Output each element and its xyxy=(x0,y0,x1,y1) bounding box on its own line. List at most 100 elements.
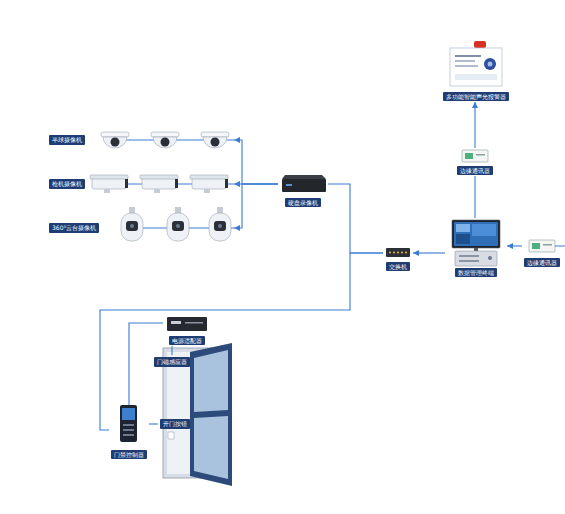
device-label: 数据管理终端 xyxy=(455,268,497,278)
ptz-camera xyxy=(209,207,231,241)
connector-line xyxy=(171,346,172,355)
communicator-panel xyxy=(532,243,540,249)
device-node: 360°云台摄像机 xyxy=(48,206,234,250)
camera-body xyxy=(192,178,226,189)
camera-body xyxy=(209,213,231,241)
device-label: 多功能智能声光报警器 xyxy=(443,92,509,102)
connector-line xyxy=(100,253,383,430)
camera-mount xyxy=(104,189,110,193)
exit-button xyxy=(168,432,174,439)
alarm-detail xyxy=(455,74,497,80)
connector-line xyxy=(328,184,383,253)
switch-port xyxy=(405,252,407,254)
camera-lens xyxy=(111,138,120,147)
device-node: 边缘通讯器 xyxy=(522,238,562,268)
device-label: 边缘通讯器 xyxy=(457,166,493,176)
nvr-device xyxy=(282,175,326,192)
door-leaf xyxy=(190,343,232,486)
communicator-device xyxy=(462,150,488,162)
controller-keypad xyxy=(123,434,134,436)
switch-port xyxy=(397,252,399,254)
camera-visor xyxy=(90,175,128,179)
camera-visor xyxy=(140,175,178,179)
alarm-detail xyxy=(455,60,475,62)
screen-panel xyxy=(472,224,496,236)
adapter-body xyxy=(167,317,207,331)
adapter-detail xyxy=(171,321,181,324)
door-glass xyxy=(194,416,228,479)
server-box xyxy=(455,251,497,266)
device-label: 交换机 xyxy=(386,262,410,272)
dome-camera xyxy=(101,132,129,148)
device-label: 枪机摄像机 xyxy=(49,179,85,189)
camera-lens xyxy=(175,179,178,188)
server-slot xyxy=(459,260,479,262)
device-node: 数据管理终端 xyxy=(445,218,507,278)
screen-panel xyxy=(456,234,470,244)
camera-lens xyxy=(176,224,180,228)
door-glass xyxy=(194,350,228,412)
switch-port xyxy=(393,252,395,254)
dome-camera xyxy=(151,132,179,148)
camera-dome xyxy=(103,137,127,148)
alarm-lamp xyxy=(474,41,486,48)
communicator-panel xyxy=(465,153,473,159)
camera-window xyxy=(126,221,138,231)
camera-base xyxy=(151,132,179,137)
switch-port xyxy=(389,252,391,254)
camera-mount xyxy=(175,207,181,213)
device-node: 半球摄像机 xyxy=(48,124,234,156)
device-node: 开门按钮 xyxy=(158,417,192,431)
server-knob xyxy=(488,256,492,260)
camera-lens xyxy=(211,138,220,147)
bullet-camera xyxy=(140,175,178,193)
camera-window xyxy=(172,221,184,231)
connector-line xyxy=(413,252,445,253)
camera-base xyxy=(101,132,129,137)
controller-device xyxy=(120,405,137,442)
device-node: 门禁控制器 xyxy=(109,405,149,460)
device-node: 边缘通讯器 xyxy=(455,148,495,176)
camera-body xyxy=(121,213,143,241)
device-node: 电源适配器 xyxy=(163,314,211,346)
connector-line xyxy=(474,176,475,218)
controller-keypad xyxy=(123,424,134,426)
camera-lens xyxy=(125,179,128,188)
camera-window xyxy=(214,221,226,231)
device-label: 半球摄像机 xyxy=(49,135,85,145)
camera-base xyxy=(201,132,229,137)
connector-line xyxy=(234,184,278,228)
switch-body xyxy=(386,248,410,257)
device-label: 门磁感应器 xyxy=(154,357,190,367)
device-node: 枪机摄像机 xyxy=(48,170,234,198)
communicator-body xyxy=(529,240,555,252)
switch-device xyxy=(386,248,410,257)
communicator-body xyxy=(462,150,488,162)
device-label: 边缘通讯器 xyxy=(524,258,560,268)
camera-mount xyxy=(129,207,135,213)
ptz-camera xyxy=(167,207,189,241)
camera-dome xyxy=(153,137,177,148)
camera-mount xyxy=(204,189,210,193)
switch-port xyxy=(401,252,403,254)
communicator-detail xyxy=(476,154,485,156)
nvr-light xyxy=(286,184,292,186)
camera-mount xyxy=(154,189,160,193)
adapter-device xyxy=(167,317,207,331)
adapter-detail xyxy=(185,322,203,324)
incoming-wire xyxy=(555,246,565,247)
camera-lens xyxy=(161,138,170,147)
controller-keypad xyxy=(123,429,134,431)
alarm-detail xyxy=(455,65,478,67)
nvr-top xyxy=(282,175,326,179)
ptz-camera xyxy=(121,207,143,241)
device-label: 开门按钮 xyxy=(160,419,190,429)
connector-line xyxy=(507,245,522,246)
monitor-stand xyxy=(474,248,478,251)
nvr-body xyxy=(282,179,326,192)
bullet-camera xyxy=(90,175,128,193)
camera-visor xyxy=(190,175,228,179)
